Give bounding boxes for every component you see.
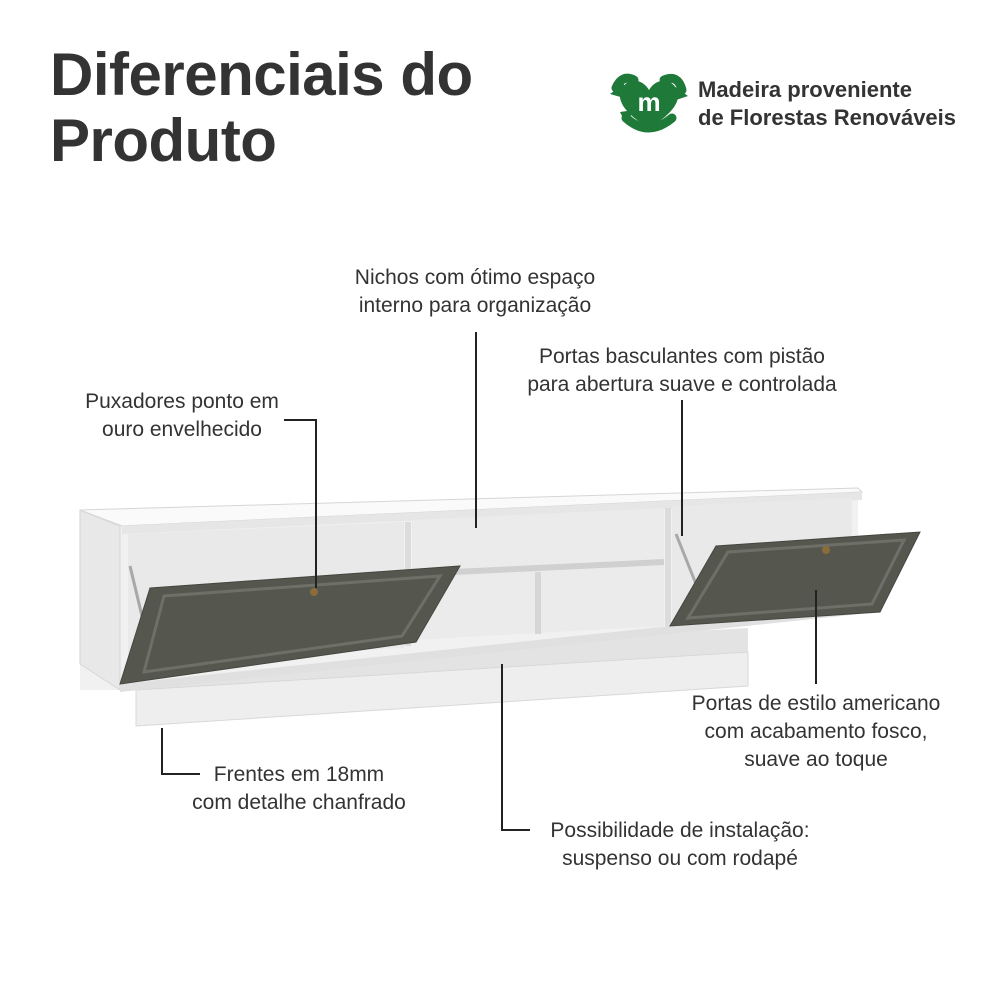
callout-portas-basculantes-line-2: para abertura suave e controlada [527, 373, 837, 396]
badge-text: Madeira proveniente de Florestas Renováv… [698, 76, 956, 132]
page-title-line-1: Diferenciais do [50, 41, 473, 108]
page-title: Diferenciais do Produto [50, 42, 473, 174]
right-door-handle [822, 546, 830, 554]
leader-instalacao [501, 664, 530, 831]
cabinet-bottom-edge [120, 606, 860, 692]
callout-frentes-line-1: Frentes em 18mm [213, 763, 385, 786]
heart-shape [619, 80, 679, 128]
callout-portas-basculantes: Portas basculantes com pistão para abert… [508, 343, 856, 399]
leader-puxadores [284, 419, 317, 588]
callout-puxadores: Puxadores ponto em ouro envelhecido [66, 388, 298, 444]
right-door-panel [685, 538, 907, 620]
callout-instalacao-line-1: Possibilidade de instalação: [550, 819, 810, 842]
cabinet-top-edge [122, 492, 862, 534]
plinth-front [135, 651, 749, 727]
callout-puxadores-line-1: Puxadores ponto em [85, 390, 279, 413]
callout-frentes-line-2: com detalhe chanfrado [192, 791, 406, 814]
callout-frentes: Frentes em 18mm com detalhe chanfrado [172, 761, 426, 817]
left-door-handle [310, 588, 318, 596]
callout-portas-estilo: Portas de estilo americano com acabament… [668, 690, 964, 774]
callout-instalacao: Possibilidade de instalação: suspenso ou… [530, 817, 830, 873]
callout-nichos-line-1: Nichos com ótimo espaço [354, 266, 596, 289]
badge-letter: m [637, 87, 660, 117]
callout-portas-basculantes-line-1: Portas basculantes com pistão [539, 345, 825, 368]
left-door [119, 565, 461, 685]
recycle-arrow-bottom [621, 113, 677, 133]
callout-nichos-line-2: interno para organização [358, 294, 592, 317]
badge-text-line-1: Madeira proveniente [698, 77, 912, 102]
callout-portas-estilo-line-1: Portas de estilo americano [691, 692, 941, 715]
callout-portas-estilo-line-3: suave ao toque [744, 748, 888, 771]
callout-instalacao-line-2: suspenso ou com rodapé [562, 847, 798, 870]
plinth [136, 628, 748, 690]
recycle-arrow-right [659, 73, 687, 95]
callout-nichos: Nichos com ótimo espaço interno para org… [330, 264, 620, 320]
page-title-line-2: Produto [50, 107, 277, 174]
leader-frentes [161, 728, 200, 775]
callout-puxadores-line-2: ouro envelhecido [102, 418, 262, 441]
left-piston [128, 565, 144, 617]
right-piston [674, 533, 698, 585]
recycle-arrow-left [611, 73, 639, 93]
right-door [669, 531, 921, 627]
badge-text-line-2: de Florestas Renováveis [698, 105, 957, 130]
recycle-m-icon: m [610, 73, 688, 133]
callout-portas-estilo-line-2: com acabamento fosco, [704, 720, 928, 743]
sustainability-badge: m Madeira proveniente de Florestas Renov… [608, 66, 978, 138]
left-door-panel [141, 574, 443, 674]
